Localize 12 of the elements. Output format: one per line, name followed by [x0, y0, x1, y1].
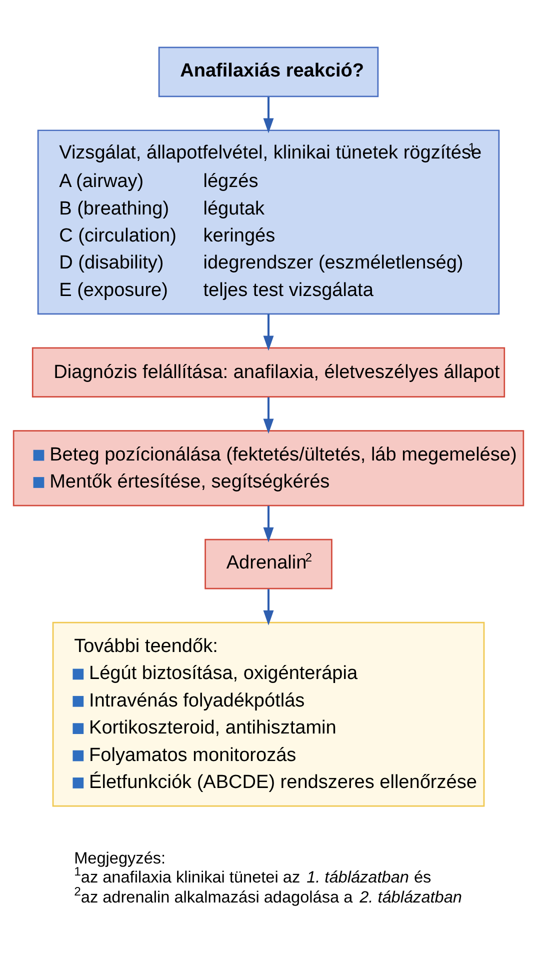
node-box: Adrenalin$^{2}$	[204, 538, 332, 589]
arrow	[263, 96, 274, 133]
node-box: Beteg pozícionálása (fektetés/ültetés, láb megemelése) Mentők értesítése, segítségkérés	[12, 430, 524, 506]
node-box: További teendők: Légút biztosítása, oxigénterápia Intravénás folyadékpótlás Kortikoszteroid, antihisztamin Folyamatos monitorozás Életfunkciók (ABCDE) rendszeres ellenőrzése	[52, 621, 485, 806]
node-box: Diagnózis felállítása: anafilaxia, életveszélyes állapot	[32, 346, 506, 398]
label: $^{2}$az adrenalin alkalmazási adagolása a 2. táblázatban	[74, 884, 462, 906]
arrow	[263, 588, 274, 625]
label: Megjegyzés:	[74, 848, 166, 867]
arrow	[263, 396, 274, 434]
node-box: Anafilaxiás reakció?	[158, 46, 379, 97]
arrow	[263, 505, 274, 542]
arrow	[263, 313, 274, 350]
